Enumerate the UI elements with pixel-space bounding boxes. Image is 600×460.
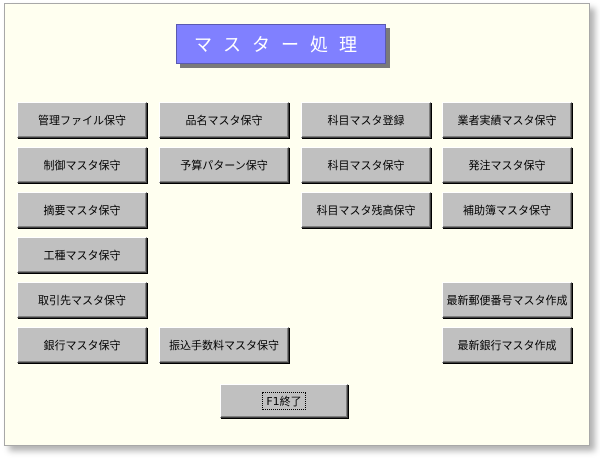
- gyosha-jisseki-master-hoshu-button[interactable]: 業者実績マスタ保守: [442, 102, 572, 138]
- ginko-master-hoshu-button[interactable]: 銀行マスタ保守: [17, 327, 147, 363]
- torihikisaki-master-hoshu-button[interactable]: 取引先マスタ保守: [17, 282, 147, 318]
- hojobo-master-hoshu-button[interactable]: 補助簿マスタ保守: [442, 192, 572, 228]
- hinmei-master-hoshu-button[interactable]: 品名マスタ保守: [159, 102, 289, 138]
- page-title: マスター処理: [176, 24, 386, 64]
- kamoku-master-zandaka-hoshu-button[interactable]: 科目マスタ残高保守: [301, 192, 431, 228]
- kamoku-master-hoshu-button[interactable]: 科目マスタ保守: [301, 147, 431, 183]
- koshu-master-hoshu-button[interactable]: 工種マスタ保守: [17, 237, 147, 273]
- kamoku-master-toroku-button[interactable]: 科目マスタ登録: [301, 102, 431, 138]
- tekiyo-master-hoshu-button[interactable]: 摘要マスタ保守: [17, 192, 147, 228]
- exit-button-label: F1終了: [262, 392, 306, 410]
- exit-button[interactable]: F1終了: [220, 384, 348, 418]
- saishin-yubin-bango-master-sakusei-button[interactable]: 最新郵便番号マスタ作成: [442, 282, 572, 318]
- hacchu-master-hoshu-button[interactable]: 発注マスタ保守: [442, 147, 572, 183]
- saishin-ginko-master-sakusei-button[interactable]: 最新銀行マスタ作成: [442, 327, 572, 363]
- kanri-file-hoshu-button[interactable]: 管理ファイル保守: [17, 102, 147, 138]
- furikomi-tesuryo-master-hoshu-button[interactable]: 振込手数料マスタ保守: [159, 327, 289, 363]
- seigyo-master-hoshu-button[interactable]: 制御マスタ保守: [17, 147, 147, 183]
- yosan-pattern-hoshu-button[interactable]: 予算パターン保守: [159, 147, 289, 183]
